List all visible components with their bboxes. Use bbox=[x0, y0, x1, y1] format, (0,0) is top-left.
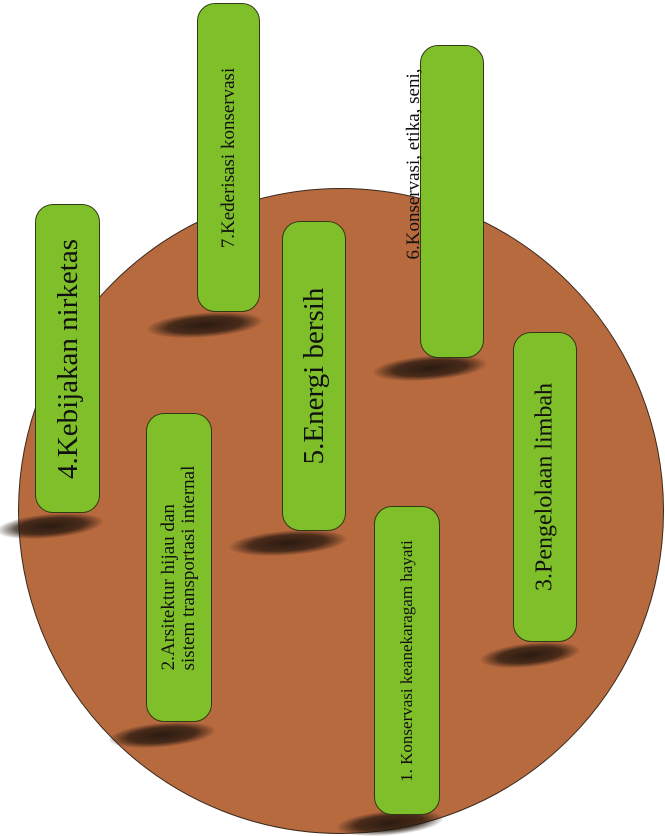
pill-konservasi-keanekaragaman: 1. Konservasi keanekaragam hayati bbox=[374, 506, 440, 815]
pill-konservasi-etika-seni: 6.Konservasi, etika, seni, bbox=[403, 45, 484, 358]
pill-label-line-1: 2.Arsitektur hijau dan bbox=[158, 503, 180, 670]
pill-pengelolaan-limbah: 3.Pengelolaan limbah bbox=[513, 332, 577, 642]
pill-label: 6.Konservasi, etika, seni, bbox=[403, 67, 425, 260]
pill-label-line-2: sistem transportasi internal bbox=[178, 465, 199, 670]
pill-energi-bersih: 5.Energi bersih bbox=[282, 221, 346, 531]
pill-kederisasi-konservasi: 7.Kederisasi konservasi bbox=[197, 3, 260, 312]
pill-label: 7.Kederisasi konservasi bbox=[217, 67, 239, 248]
pill-arsitektur-hijau: 2.Arsitektur hijau dan sistem transporta… bbox=[146, 413, 212, 722]
pill-label: 1. Konservasi keanekaragam hayati bbox=[397, 539, 417, 782]
pill-kebijakan-nirketas: 4.Kebijakan nirketas bbox=[35, 204, 100, 513]
pill-label: 4.Kebijakan nirketas bbox=[51, 238, 84, 479]
pill-label: 2.Arsitektur hijau dan sistem transporta… bbox=[158, 465, 199, 670]
pill-label: 5.Energi bersih bbox=[297, 287, 330, 465]
pill-label: 3.Pengelolaan limbah bbox=[531, 383, 558, 591]
